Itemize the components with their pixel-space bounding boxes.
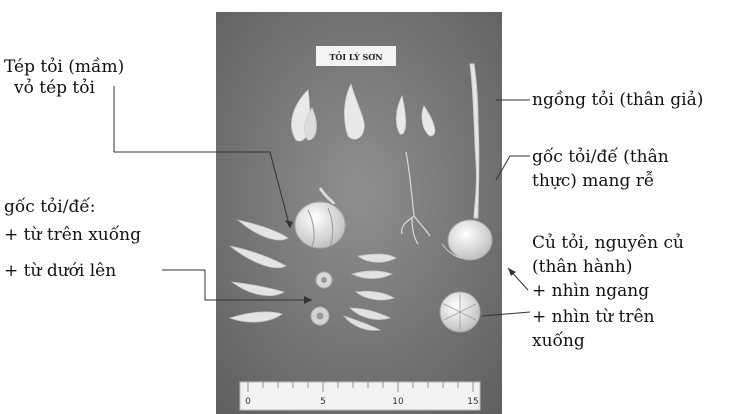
label-nhin-ngang: + nhìn ngang [532, 280, 649, 302]
label-goc-duoi: + từ dưới lên [4, 260, 116, 282]
label-xuong: xuống [532, 330, 585, 352]
leader-nhin-tren [482, 312, 530, 316]
label-goc-toi-title: gốc tỏi/đế: [4, 196, 96, 218]
label-cu-toi-2: (thân hành) [532, 256, 633, 278]
leader-goc-than [496, 156, 530, 180]
label-goc-than-2: thực) mang rễ [532, 170, 654, 192]
label-ngong-toi: ngồng tỏi (thân giả) [532, 89, 703, 111]
label-nhin-tu-tren: + nhìn từ trên [532, 306, 655, 328]
label-goc-tren: + từ trên xuống [4, 224, 141, 246]
arrow-goc-duoi [304, 296, 312, 304]
arrow-tep-toi [285, 220, 293, 228]
label-cu-toi-1: Củ tỏi, nguyên củ [532, 232, 684, 254]
leader-tep-toi [114, 86, 290, 228]
leader-goc-duoi [162, 270, 312, 300]
label-tep-toi: Tép tỏi (mầm) [4, 56, 124, 78]
label-vo-tep-toi: vỏ tép tỏi [14, 77, 95, 99]
label-goc-than-1: gốc tỏi/đế (thân [532, 146, 669, 168]
